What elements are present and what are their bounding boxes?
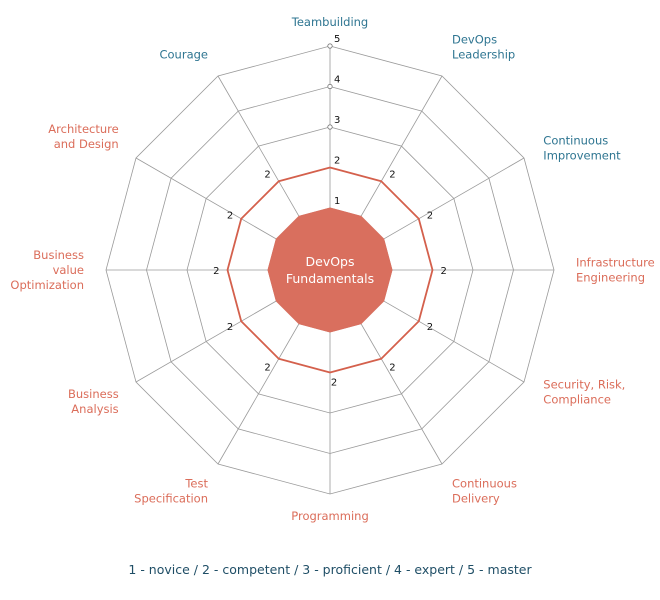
data-value-label: 2 [427,210,433,221]
axis-label-line: Infrastructure [576,256,655,270]
center-label-line: DevOps [306,254,355,269]
scale-tick-marker [327,43,333,49]
center-area [267,207,393,333]
axis-label: Courage [159,48,208,62]
scale-tick-label: 3 [334,115,340,126]
axis-label: Security, Risk,Compliance [543,378,625,407]
axis-label-line: Engineering [576,271,645,285]
axis-label-line: Optimization [10,278,84,292]
data-value-label: 2 [264,363,270,374]
axis-label-line: Programming [291,509,369,523]
data-value-label: 2 [264,169,270,180]
data-value-label: 2 [389,169,395,180]
scale-tick-marker [327,124,333,130]
data-value-label: 2 [389,363,395,374]
data-line [226,166,434,374]
data-value-label: 2 [227,210,233,221]
scale-tick-label: 1 [334,196,340,207]
axis-label-line: DevOps [452,33,497,47]
axis-label-line: Business [68,387,119,401]
axis-label-line: Compliance [543,393,611,407]
scale-tick-label: 4 [334,75,340,86]
scale-tick-label: 2 [334,156,340,167]
axis-label-line: Analysis [71,402,118,416]
data-value-label: 2 [331,378,337,389]
axis-label-line: Specification [134,491,208,505]
axis-label-line: Leadership [452,48,515,62]
grid-ring [105,45,555,495]
axis-label-line: Continuous [543,134,608,148]
axis-label-line: Business [33,248,84,262]
data-value-label: 2 [427,322,433,333]
axis-label-line: Improvement [543,149,621,163]
data-value-label: 2 [213,266,219,277]
data-value-label: 2 [227,322,233,333]
axis-label: Teambuilding [291,15,368,29]
axis-label-line: value [53,263,84,277]
legend: 1 - novice / 2 - competent / 3 - profici… [128,562,532,577]
scale-tick-label: 5 [334,34,340,45]
grid-ring [186,126,474,414]
scale-tick-marker [327,83,333,90]
axis-label-line: Courage [159,48,208,62]
axis-label-line: Teambuilding [291,15,368,29]
axis-label-line: Test [184,476,208,490]
axis-label-line: Architecture [48,122,118,136]
center-label-line: Fundamentals [286,271,374,286]
axis-label-line: Continuous [452,476,517,490]
grid-ring [146,86,514,454]
axis-label-line: Security, Risk, [543,378,625,392]
axis-label: Programming [291,509,369,523]
axis-label-line: Delivery [452,491,500,505]
data-value-label: 2 [441,266,447,277]
axis-label-line: and Design [54,137,119,151]
